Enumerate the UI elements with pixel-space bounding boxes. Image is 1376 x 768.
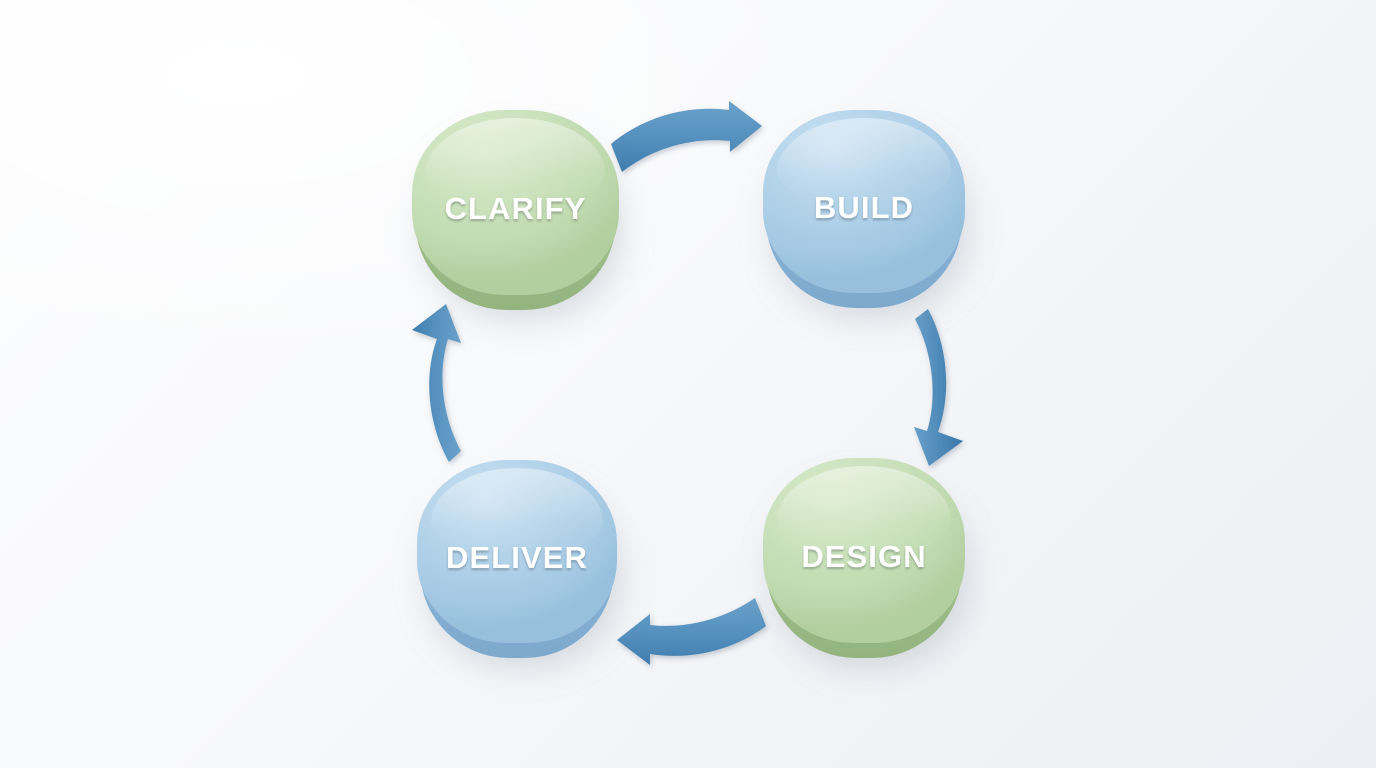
cycle-node-deliver[interactable]: DELIVER xyxy=(417,460,617,658)
cycle-node-clarify[interactable]: CLARIFY xyxy=(412,110,619,310)
node-top-design xyxy=(763,458,965,643)
node-top-build xyxy=(763,110,965,294)
cycle-node-label-build: BUILD xyxy=(813,189,915,225)
cycle-node-build[interactable]: BUILD xyxy=(763,110,965,308)
arrow-design-to-deliver xyxy=(617,598,766,665)
node-top-clarify xyxy=(412,110,619,295)
node-top-deliver xyxy=(417,460,617,644)
arrow-deliver-to-clarify xyxy=(412,304,461,462)
arrow-build-to-design xyxy=(914,309,963,466)
cycle-node-label-design: DESIGN xyxy=(801,538,927,574)
cycle-node-design[interactable]: DESIGN xyxy=(763,458,965,658)
cycle-node-label-deliver: DELIVER xyxy=(446,539,588,575)
cycle-node-label-clarify: CLARIFY xyxy=(444,190,587,226)
arrow-clarify-to-build xyxy=(611,100,762,172)
